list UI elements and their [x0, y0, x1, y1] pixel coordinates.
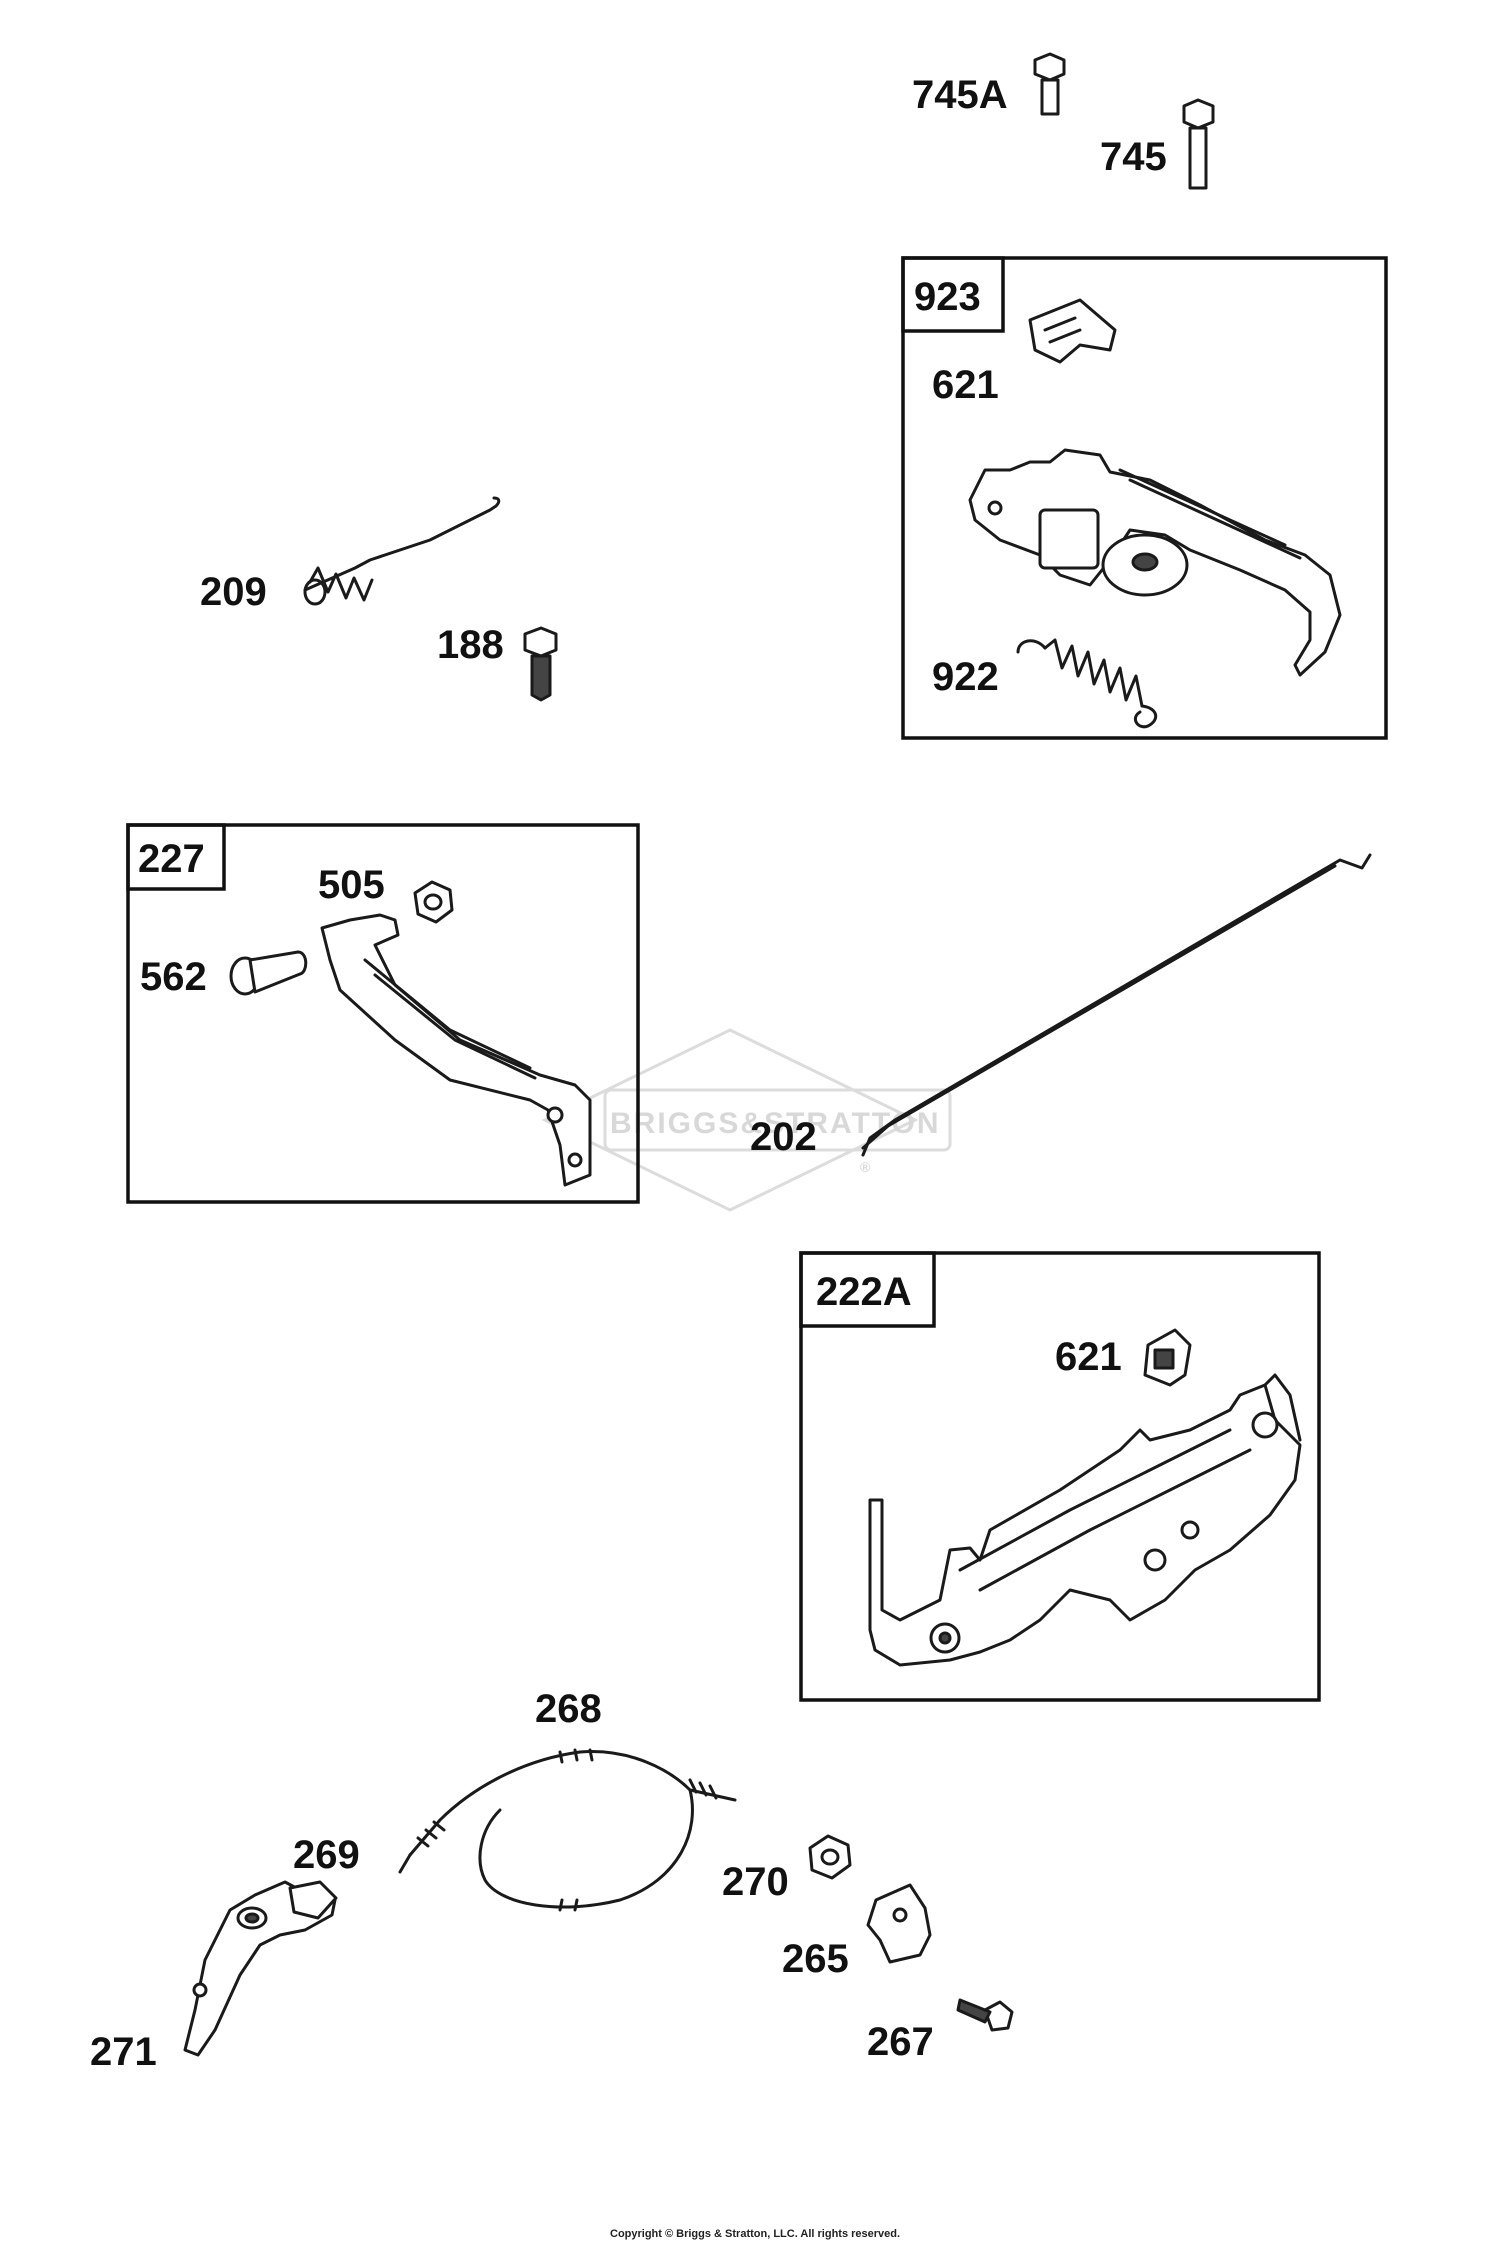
label-188: 188	[437, 623, 504, 667]
box-227-tag	[126, 823, 226, 891]
throttle-cable-268-icon[interactable]	[398, 1748, 737, 1912]
bolt-745A-icon[interactable]	[1033, 52, 1066, 116]
nut-270-icon[interactable]	[808, 1834, 852, 1880]
brand-watermark: BRIGGS&STRATTON ®	[541, 1028, 952, 1212]
label-202: 202	[750, 1115, 817, 1159]
watermark-text: BRIGGS&STRATTON	[610, 1107, 941, 1140]
label-922: 922	[932, 655, 999, 699]
cable-bracket-271-icon[interactable]	[183, 1880, 338, 2057]
box-227	[126, 823, 640, 1204]
box-923-tag	[901, 256, 1005, 333]
label-268: 268	[535, 1687, 602, 1731]
bolt-188-icon[interactable]	[523, 626, 558, 702]
label-271: 271	[90, 2030, 157, 2074]
label-209: 209	[200, 570, 267, 614]
clip-621-lower-icon[interactable]	[1143, 1328, 1192, 1387]
spring-922-icon[interactable]	[1016, 638, 1158, 729]
label-227: 227	[138, 837, 205, 881]
box-222A-tag	[799, 1251, 936, 1328]
governor-link-202-icon[interactable]	[861, 853, 1372, 1157]
control-bracket-icon[interactable]	[968, 448, 1342, 677]
box-923	[901, 256, 1388, 740]
governor-spring-209-icon[interactable]	[303, 496, 501, 606]
label-745: 745	[1100, 135, 1167, 179]
label-505: 505	[318, 863, 385, 907]
bolt-745-icon[interactable]	[1182, 98, 1215, 190]
label-265: 265	[782, 1937, 849, 1981]
label-745A: 745A	[912, 73, 1008, 117]
label-269: 269	[293, 1833, 360, 1877]
label-270: 270	[722, 1860, 789, 1904]
cable-clamp-265-icon[interactable]	[866, 1883, 932, 1964]
screw-267-icon[interactable]	[956, 1998, 1014, 2032]
control-bracket-222A-icon[interactable]	[868, 1373, 1302, 1667]
label-267: 267	[867, 2020, 934, 2064]
label-621-top: 621	[932, 363, 999, 407]
pin-562-icon[interactable]	[229, 950, 308, 996]
lever-227-icon[interactable]	[320, 913, 592, 1187]
box-222A	[799, 1251, 1321, 1702]
label-222A: 222A	[816, 1270, 912, 1314]
nut-505-icon[interactable]	[413, 880, 454, 924]
label-562: 562	[140, 955, 207, 999]
watermark-registered: ®	[860, 1159, 872, 1175]
label-923: 923	[914, 275, 981, 319]
clip-621-icon[interactable]	[1028, 298, 1117, 364]
copyright-text: Copyright © Briggs & Stratton, LLC. All …	[610, 2228, 900, 2240]
label-621-lower: 621	[1055, 1335, 1122, 1379]
